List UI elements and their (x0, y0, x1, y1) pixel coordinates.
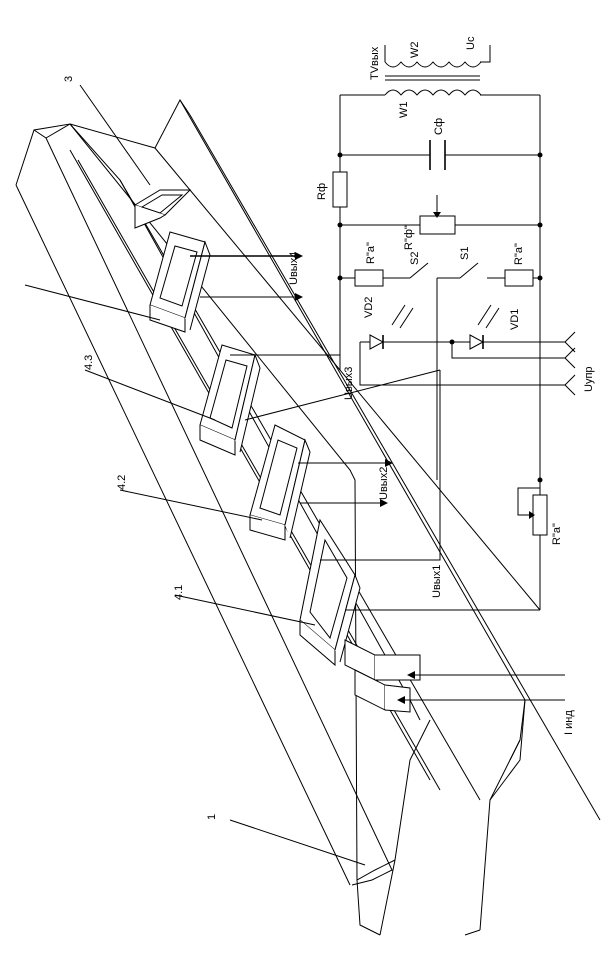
label-4-3: 4.3 (83, 355, 95, 370)
label-uvyh4: Uвых4 (288, 252, 300, 285)
label-vd2: VD2 (363, 297, 375, 318)
text-labels: 3 4.3 4.2 4.1 1 Uвых4 Uвых3 Uвых2 Uвых1 … (63, 36, 595, 820)
sensor-4-3 (199, 344, 261, 456)
label-rf-var: R"ф" (403, 225, 415, 250)
sensor-4-4 (149, 231, 211, 333)
output-wires (190, 252, 565, 704)
label-ra-mid: R"a" (513, 243, 525, 265)
label-rf: Rф (316, 183, 328, 200)
label-ra-top: R"a" (365, 242, 377, 264)
label-iind: I инд (563, 710, 575, 735)
label-tvvyh: TVвых (369, 46, 381, 80)
label-4-2: 4.2 (116, 475, 128, 490)
label-s1: S1 (459, 247, 471, 260)
rail-head-outline (15, 123, 396, 881)
sensor-4-1 (299, 518, 361, 667)
circuit (332, 45, 576, 610)
label-w1: W1 (398, 102, 410, 119)
leader-lines (24, 84, 366, 866)
sensor-3 (133, 189, 192, 229)
label-uvyh2: Uвых2 (378, 467, 390, 500)
sensor-4-2 (249, 424, 311, 541)
label-1: 1 (206, 814, 218, 820)
label-cf: Cф (433, 118, 445, 135)
label-4-1: 4.1 (173, 585, 185, 600)
label-vd1: VD1 (509, 309, 521, 330)
label-ra-low: R"a" (551, 523, 563, 545)
label-s2: S2 (409, 252, 421, 265)
label-uc: Uc (465, 36, 477, 50)
label-w2: W2 (409, 42, 421, 59)
label-uupr: Uупр (583, 366, 595, 392)
inductor-bars (344, 639, 421, 713)
label-uvyh1: Uвых1 (431, 565, 443, 598)
label-3: 3 (63, 76, 75, 82)
label-uvyh3: Uвых3 (343, 367, 355, 400)
